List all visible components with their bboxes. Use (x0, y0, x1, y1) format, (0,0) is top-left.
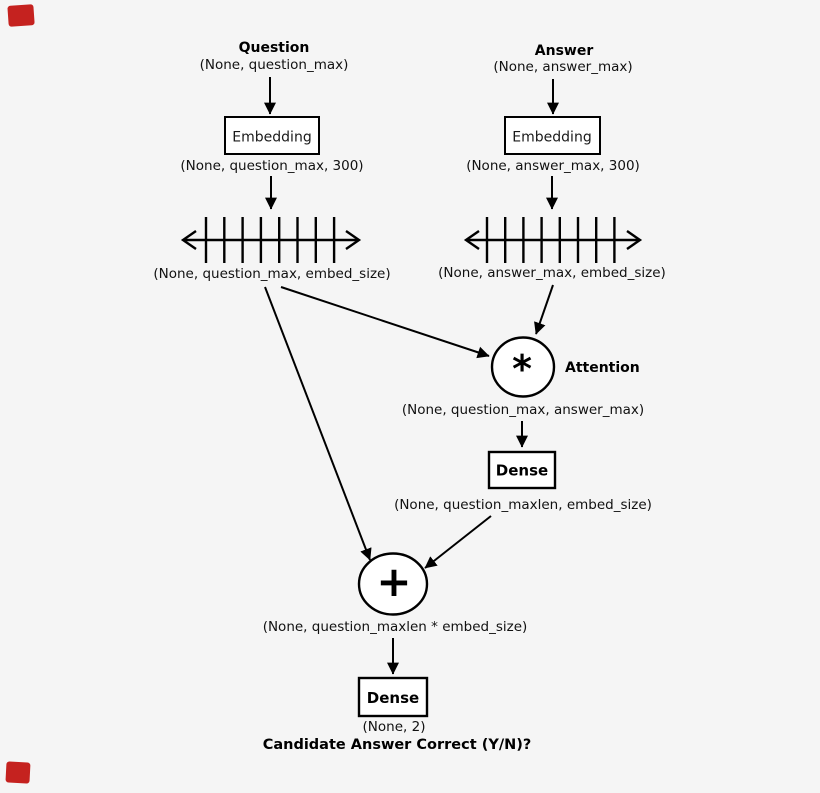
output-dense-shape: (None, 2) (363, 719, 426, 735)
answer-sequence-icon (463, 217, 643, 263)
question-embedding-label: Embedding (232, 130, 311, 146)
question-input-title: Question (239, 40, 310, 56)
question-sequence-shape: (None, question_max, embed_size) (153, 266, 390, 282)
answer-input-title: Answer (535, 43, 594, 59)
question-input-shape: (None, question_max) (200, 57, 349, 73)
answer-sequence-shape: (None, answer_max, embed_size) (438, 265, 666, 281)
dense-box (487, 450, 557, 490)
attention-operator: * (512, 347, 532, 391)
dense-label: Dense (496, 462, 548, 480)
red-watermark-top-left (7, 4, 35, 27)
edge-question-to-concat (264, 286, 372, 561)
edge-question-to-attention (280, 286, 490, 359)
attention-circle (490, 336, 556, 398)
question-embedding-shape: (None, question_max, 300) (180, 158, 363, 174)
question-embedding-box (224, 116, 320, 155)
output-dense-box (357, 676, 429, 718)
answer-embedding-label: Embedding (512, 130, 591, 146)
edge-answer-to-attention (534, 284, 554, 335)
output-caption: Candidate Answer Correct (Y/N)? (263, 737, 532, 753)
concat-circle (357, 552, 429, 616)
answer-embedding-box (504, 116, 601, 155)
dense-output-shape: (None, question_maxlen, embed_size) (394, 497, 652, 513)
concat-operator: + (376, 557, 411, 606)
answer-embedding-shape: (None, answer_max, 300) (466, 158, 640, 174)
concat-output-shape: (None, question_maxlen * embed_size) (263, 619, 528, 635)
answer-input-shape: (None, answer_max) (493, 59, 632, 75)
edge-dense-to-concat (424, 515, 492, 569)
question-sequence-icon (180, 217, 362, 263)
output-dense-label: Dense (367, 689, 419, 707)
attention-label: Attention (565, 360, 640, 376)
attention-output-shape: (None, question_max, answer_max) (402, 402, 644, 418)
red-watermark-bottom-left (5, 761, 31, 784)
